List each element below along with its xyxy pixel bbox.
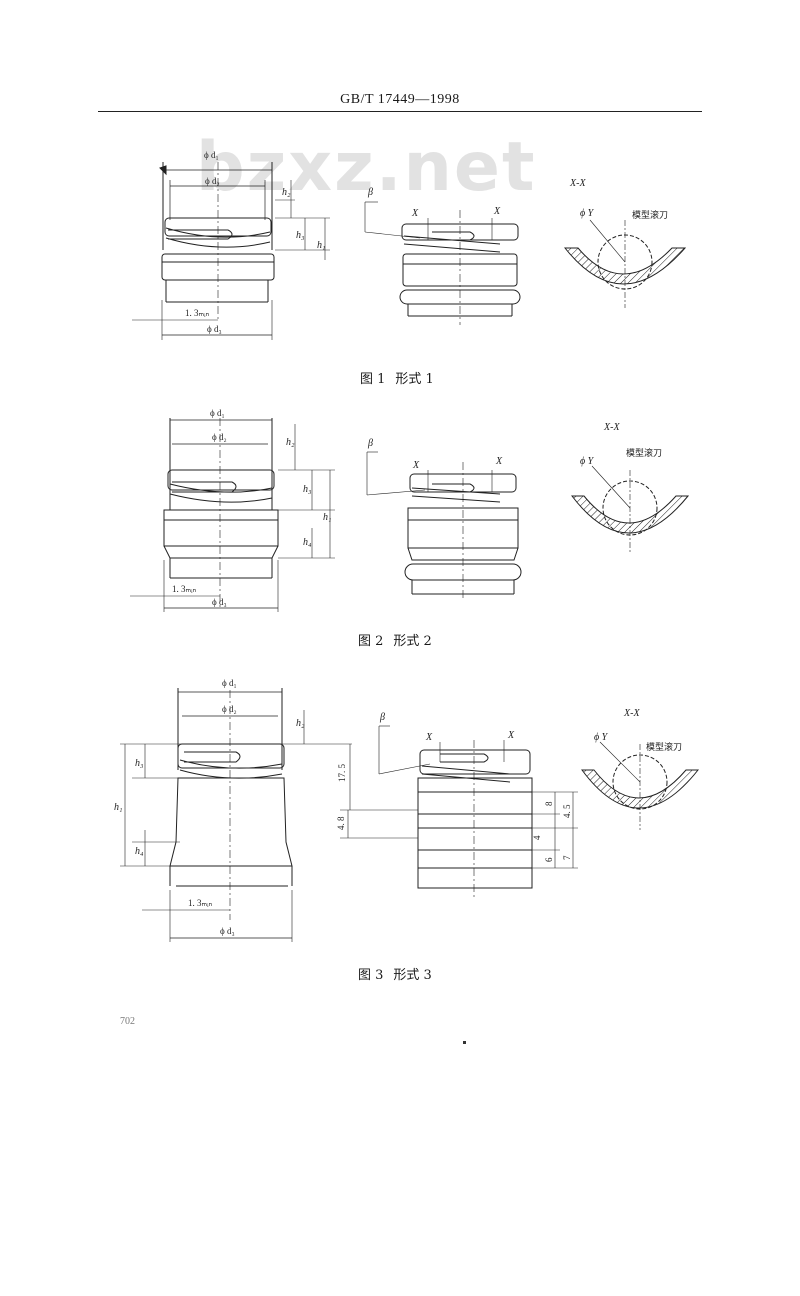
label-d3: ϕ d₃ [220,926,235,936]
label-h1: h₁ [323,512,331,523]
figure-1-number: 图 1 [360,372,386,387]
figure-1-title: 形式 1 [395,372,434,387]
label-d2: ϕ d₂ [212,432,227,442]
dim-4: 4 [532,835,542,840]
dim-17-5: 17. 5 [337,764,347,783]
figure-1-drawing: ϕ d₁ ϕ d₂ ϕ d₃ 1. 3ₘᵢₙ h₂ h₃ h₁ β X X X-… [132,150,687,340]
label-min: 1. 3ₘᵢₙ [172,584,197,594]
figure-3-caption: 图 3 形式 3 [358,964,442,983]
figure-2-title: 形式 2 [393,634,432,649]
label-x-left: X [412,460,420,471]
label-section: X-X [569,178,586,189]
label-section: X-X [623,708,640,719]
label-d3: ϕ d₃ [212,597,227,607]
label-x-left: X [425,732,433,743]
header-rule [98,111,702,112]
figure-3-number: 图 3 [358,968,384,983]
page-number: 702 [120,1016,135,1027]
dim-7: 7 [562,855,572,860]
figure-2-number: 图 2 [358,634,384,649]
label-h1: h₁ [114,802,122,813]
watermark: bzxz.net [196,128,537,207]
figure-3-title: 形式 3 [393,968,432,983]
figure-3-drawing: ϕ d₁ ϕ d₂ ϕ d₃ 1. 3ₘᵢₙ h₂ h₃ h₁ h₄ β X X… [114,678,700,942]
figure-2-drawing: ϕ d₁ ϕ d₂ ϕ d₃ 1. 3ₘᵢₙ h₂ h₃ h₁ h₄ β X X… [130,408,690,612]
label-d1: ϕ d₁ [204,150,219,160]
label-phiY: ϕ Y [580,456,595,467]
label-h4: h₄ [303,537,312,548]
label-phiY: ϕ Y [580,208,595,219]
standard-header: GB/T 17449—1998 [340,92,460,107]
label-h2: h₂ [282,187,291,198]
label-d3: ϕ d₃ [207,324,222,334]
label-d2: ϕ d₂ [205,176,220,186]
label-h3: h₃ [303,484,312,495]
dim-6: 6 [544,857,554,862]
dim-8: 8 [544,801,554,806]
dim-4-8: 4. 8 [336,816,346,830]
label-x-left: X [411,208,419,219]
label-beta: β [367,187,373,198]
figure-2: ϕ d₁ ϕ d₂ ϕ d₃ 1. 3ₘᵢₙ h₂ h₃ h₁ h₄ β X X… [0,400,800,660]
label-h4: h₄ [135,846,144,857]
label-x-right: X [507,730,515,741]
label-h3: h₃ [135,758,144,769]
label-h2: h₂ [286,437,295,448]
label-x-right: X [495,456,503,467]
label-h3: h₃ [296,230,305,241]
label-beta: β [367,438,373,449]
label-d1: ϕ d₁ [222,678,237,688]
label-tool: 模型滚刀 [626,447,662,459]
figure-1-caption: 图 1 形式 1 [360,368,444,387]
figure-2-caption: 图 2 形式 2 [358,630,442,649]
label-tool: 模型滚刀 [646,741,682,753]
dim-4-5: 4. 5 [562,804,572,818]
label-h2: h₂ [296,718,305,729]
label-d2: ϕ d₂ [222,704,237,714]
label-phiY: ϕ Y [594,732,609,743]
label-x-right: X [493,206,501,217]
label-h1: h₁ [317,240,325,251]
figure-1: ϕ d₁ ϕ d₂ ϕ d₃ 1. 3ₘᵢₙ h₂ h₃ h₁ β X X X-… [0,140,800,400]
label-section: X-X [603,422,620,433]
label-min: 1. 3ₘᵢₙ [188,898,213,908]
label-beta: β [379,712,385,723]
stray-dot [463,1041,466,1044]
label-d1: ϕ d₁ [210,408,225,418]
label-tool: 模型滚刀 [632,209,668,221]
label-min: 1. 3ₘᵢₙ [185,308,210,318]
figure-3: ϕ d₁ ϕ d₂ ϕ d₃ 1. 3ₘᵢₙ h₂ h₃ h₁ h₄ β X X… [0,670,800,990]
